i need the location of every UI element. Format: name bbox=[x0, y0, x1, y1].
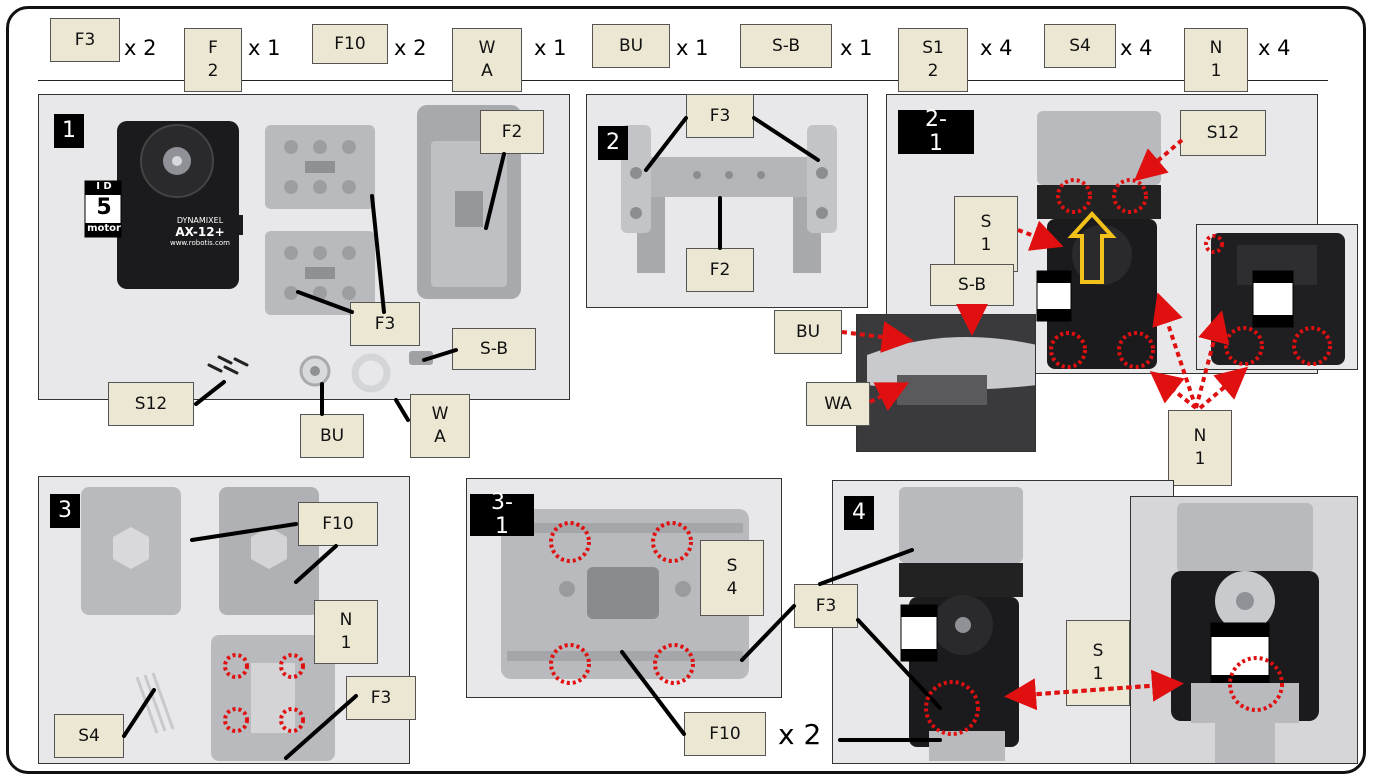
part-qty-f10: x 2 bbox=[394, 36, 427, 60]
step-2-badge: 2 bbox=[598, 126, 628, 160]
motor-id-number: 5 bbox=[96, 195, 112, 220]
p4-label-f3: F3 bbox=[794, 584, 858, 628]
step-2-1-badge: 2- 1 bbox=[898, 107, 974, 156]
part-qty-wa: x 1 bbox=[534, 36, 567, 60]
p21-label-wa: WA bbox=[806, 382, 870, 426]
motor-label: motor bbox=[87, 223, 121, 234]
part-tag-s12: S1 2 bbox=[898, 28, 968, 92]
p1-label-f2: F2 bbox=[480, 110, 544, 154]
p3-label-f10: F10 bbox=[298, 502, 378, 546]
p21-label-bu: BU bbox=[774, 310, 842, 354]
part-tag-bu: BU bbox=[592, 24, 670, 68]
step-2-1-inset-motor-back bbox=[1196, 224, 1358, 370]
p4-label-x2: x 2 bbox=[778, 718, 822, 751]
part-tag-f10: F10 bbox=[312, 24, 388, 64]
p2-label-f2: F2 bbox=[686, 248, 754, 292]
part-qty-f3: x 2 bbox=[124, 36, 157, 60]
part-tag-n1: N 1 bbox=[1184, 28, 1248, 92]
step-1-motor-label: DYNAMIXEL AX-12+ www.robotis.com bbox=[160, 216, 240, 247]
p31-label-s4: S 4 bbox=[700, 540, 764, 616]
step-1-badge: 1 bbox=[54, 114, 84, 148]
p1-label-f3: F3 bbox=[350, 302, 420, 346]
p3-label-f3: F3 bbox=[346, 676, 416, 720]
part-qty-sb: x 1 bbox=[840, 36, 873, 60]
motor-id-label: I D bbox=[96, 181, 112, 192]
step-4-inset-panel bbox=[1130, 496, 1358, 764]
part-qty-s12: x 4 bbox=[980, 36, 1013, 60]
p2-label-f3: F3 bbox=[686, 94, 754, 138]
part-qty-bu: x 1 bbox=[676, 36, 709, 60]
p3-label-n1: N 1 bbox=[314, 600, 378, 664]
step-3-badge: 3 bbox=[50, 494, 80, 528]
motor-url: www.robotis.com bbox=[169, 239, 230, 247]
part-qty-f2: x 1 bbox=[248, 36, 281, 60]
p21-label-s12: S12 bbox=[1180, 110, 1266, 156]
part-tag-f3: F3 bbox=[50, 18, 120, 62]
motor-model: AX-12+ bbox=[175, 225, 225, 239]
p21-label-s1: S 1 bbox=[954, 196, 1018, 272]
parts-divider-line bbox=[38, 80, 1328, 81]
p3-label-s4: S4 bbox=[54, 714, 124, 758]
part-tag-sb: S-B bbox=[740, 24, 832, 68]
part-tag-s4: S4 bbox=[1044, 24, 1116, 68]
p21-label-n1: N 1 bbox=[1168, 410, 1232, 486]
p4-label-f10: F10 bbox=[684, 712, 766, 756]
step-4-inset-illustration bbox=[1171, 503, 1319, 763]
p21-label-sb: S-B bbox=[930, 264, 1014, 306]
bush-closeup-illustration bbox=[857, 315, 1035, 451]
p4-label-s1: S 1 bbox=[1066, 620, 1130, 706]
motor-back-illustration bbox=[1211, 233, 1345, 365]
step-4-badge: 4 bbox=[844, 496, 874, 530]
outer-frame bbox=[6, 6, 1366, 774]
part-tag-f2: F 2 bbox=[184, 28, 242, 92]
step-3-1-badge: 3- 1 bbox=[470, 490, 534, 539]
step-2-1-inset-bush bbox=[856, 314, 1036, 452]
p1-label-bu: BU bbox=[300, 414, 364, 458]
p1-label-s12: S12 bbox=[108, 382, 194, 426]
p1-label-sb: S-B bbox=[452, 328, 536, 370]
part-qty-n1: x 4 bbox=[1258, 36, 1291, 60]
part-qty-s4: x 4 bbox=[1120, 36, 1153, 60]
part-tag-wa: W A bbox=[452, 28, 522, 92]
motor-brand: DYNAMIXEL bbox=[176, 216, 224, 225]
p1-label-wa: W A bbox=[410, 394, 470, 458]
step-1-motor-id-sticker: I D 5 motor bbox=[86, 180, 122, 236]
